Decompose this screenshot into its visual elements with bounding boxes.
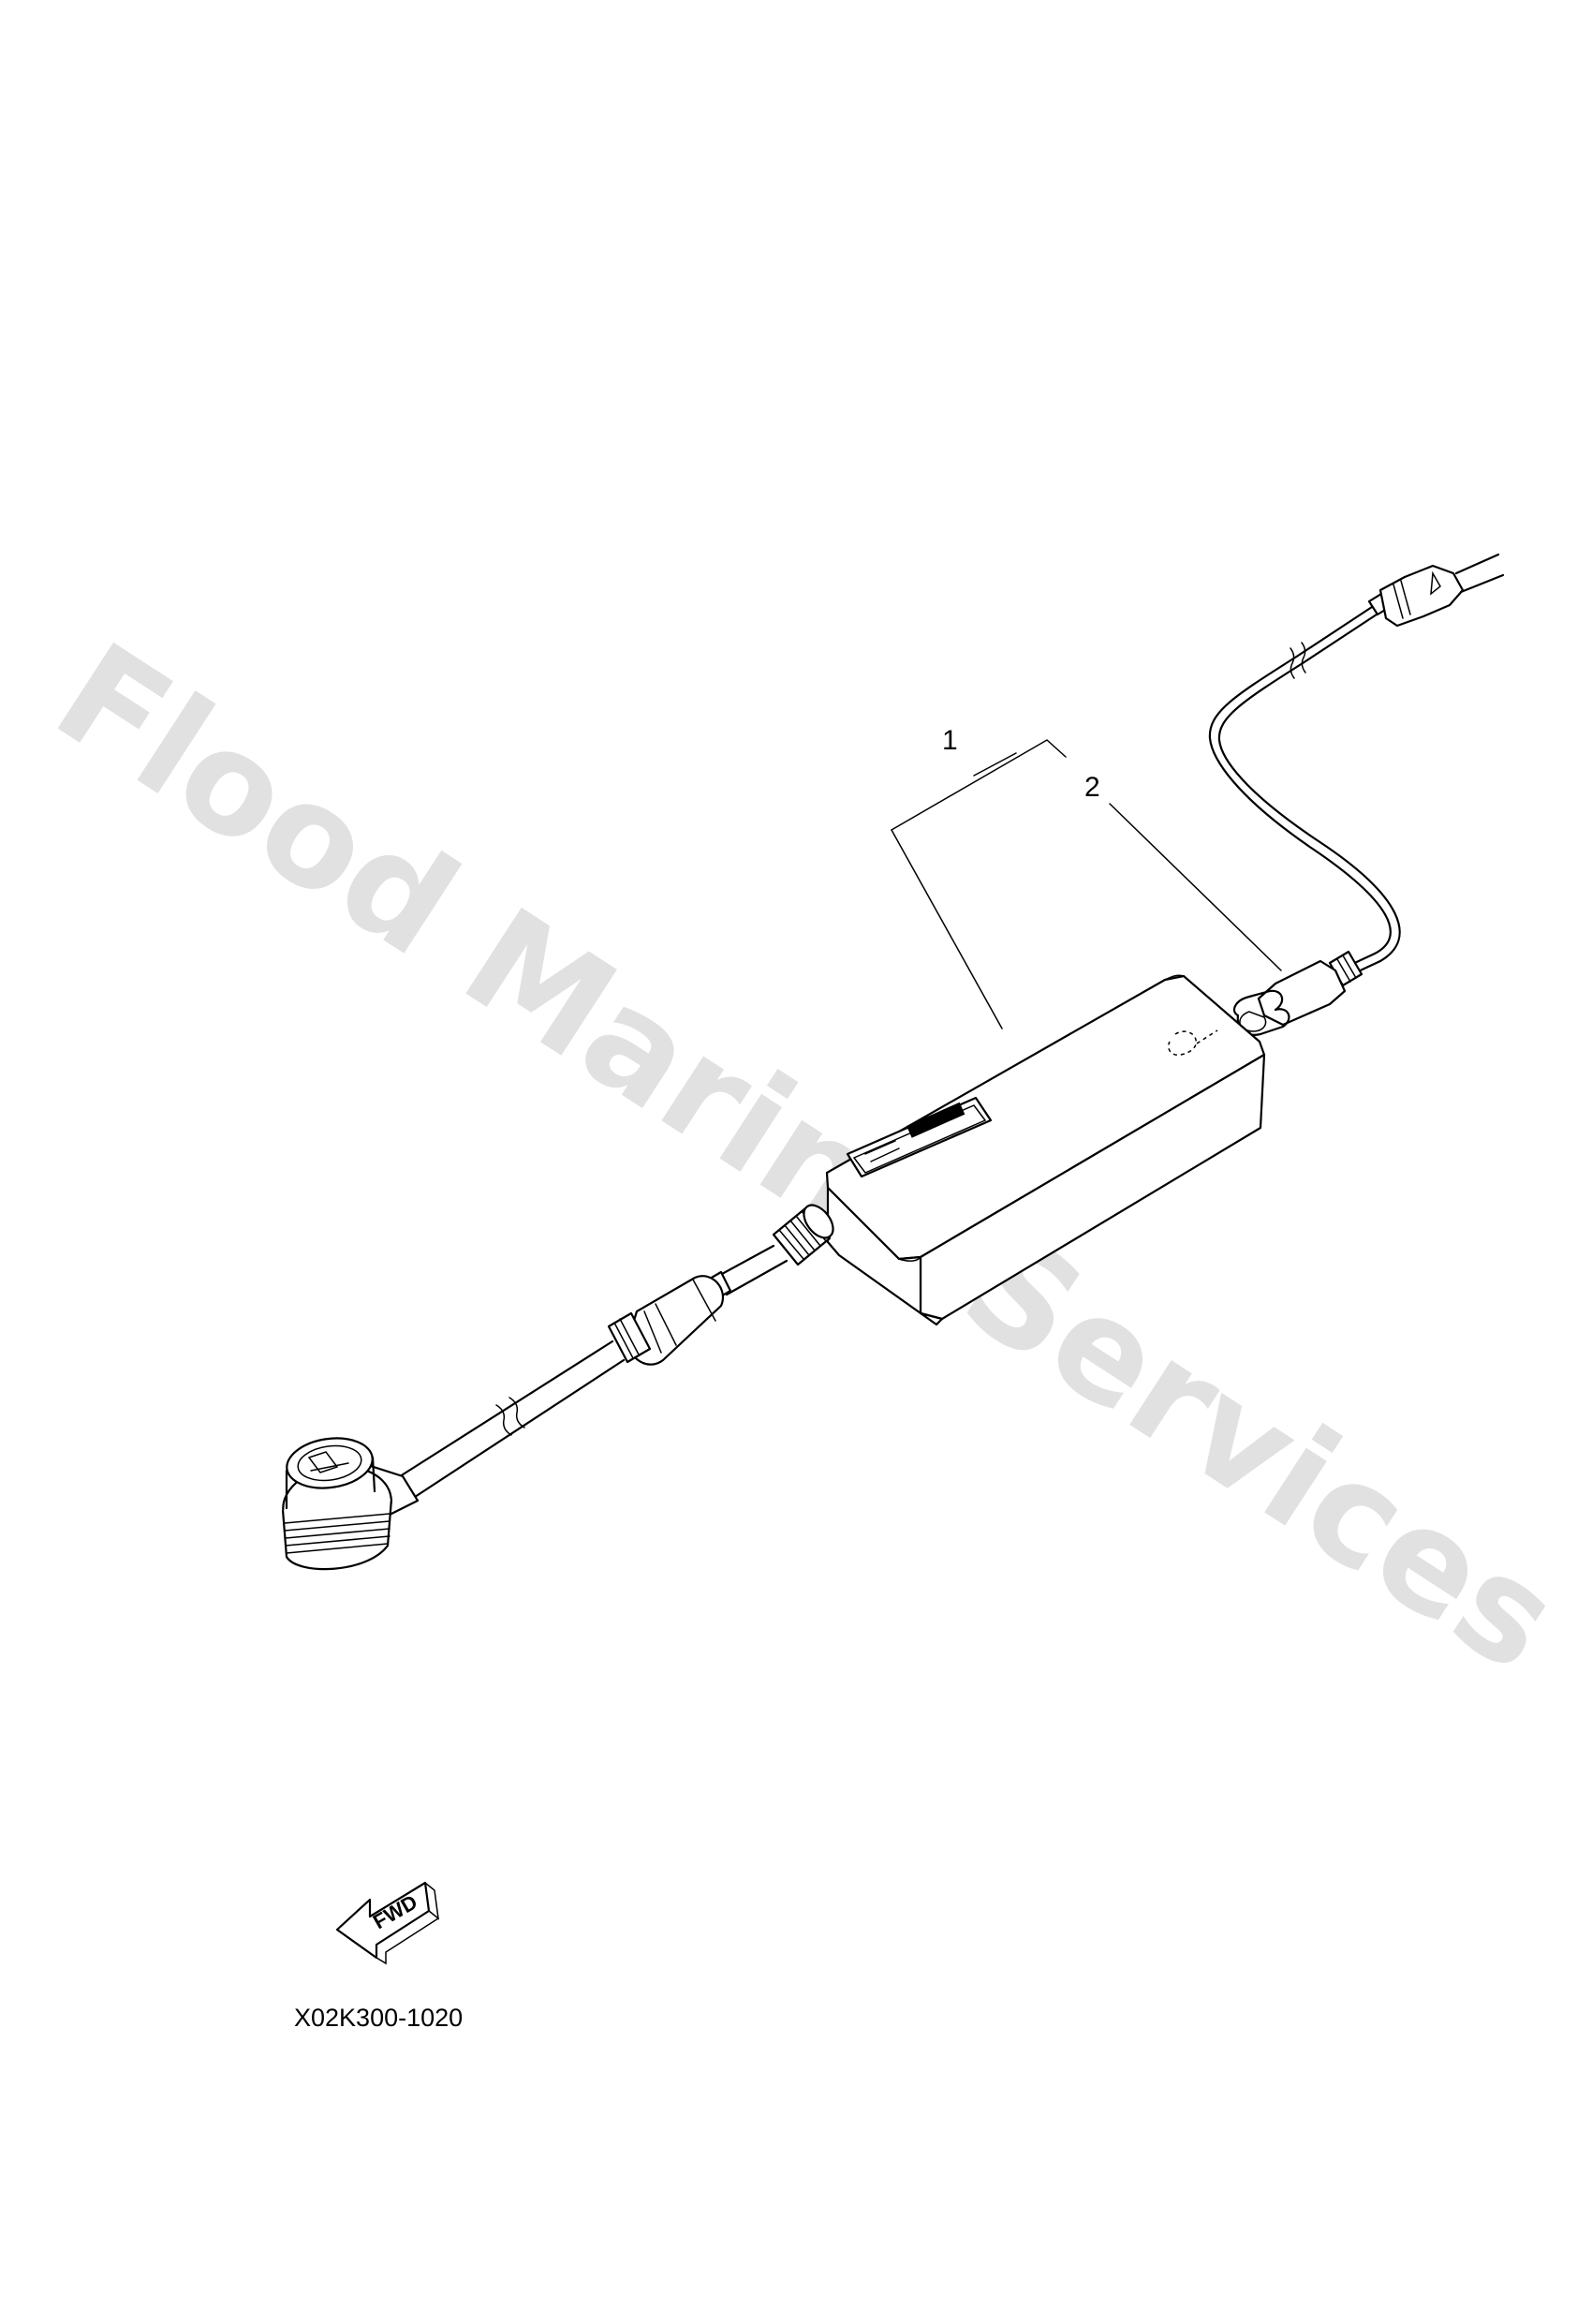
mains-plug-icon [1367, 553, 1505, 628]
watermark: Flood Marine Services [28, 613, 1577, 1703]
figure8-connector [1232, 950, 1363, 1036]
fwd-arrow-icon: FWD [335, 1881, 439, 1965]
leader-lines [891, 739, 1282, 1029]
charger-unit [825, 974, 1266, 1326]
label-plate [846, 1096, 993, 1178]
figure-code: X02K300-1020 [294, 2004, 463, 2032]
round-connector-icon [281, 1437, 420, 1571]
ferrite-core [607, 1270, 732, 1366]
callout-1: 1 [942, 725, 958, 756]
callout-2: 2 [1084, 772, 1100, 803]
watermark-text: Flood Marine Services [28, 613, 1577, 1703]
dc-output-cable [281, 1204, 834, 1571]
strain-relief [772, 1204, 834, 1266]
power-cord [1208, 553, 1505, 1036]
